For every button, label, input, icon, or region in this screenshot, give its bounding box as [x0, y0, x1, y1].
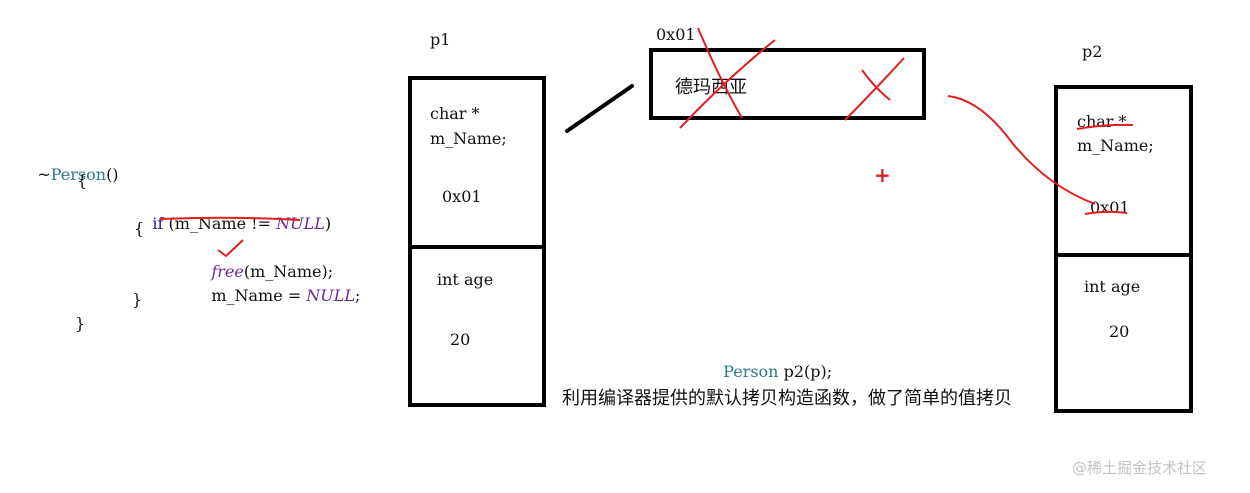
- heap-address: 0x01: [656, 25, 696, 44]
- statement-rest: p2(p);: [778, 362, 833, 381]
- heap-to-p2-pointer-curve: [947, 95, 1096, 205]
- assign-lhs: m_Name =: [211, 286, 307, 305]
- p1-field1-line2: m_Name;: [430, 129, 507, 148]
- free-statement: free(m_Name);: [191, 243, 333, 300]
- semicolon: ;: [355, 286, 361, 305]
- heap-cross-1a: [697, 27, 743, 119]
- p2-label: p2: [1082, 42, 1103, 61]
- watermark: @稀土掘金技术社区: [1072, 459, 1208, 477]
- free-call: free: [211, 262, 244, 281]
- statement-type: Person: [723, 362, 779, 381]
- assign-null-statement: m_Name = NULL;: [191, 267, 360, 324]
- class-name: Person: [50, 165, 107, 184]
- p2-pointer-underline: [1084, 210, 1128, 215]
- p2-object-box: [1054, 85, 1193, 413]
- close-brace-outer: }: [75, 314, 86, 333]
- free-check-mark: [217, 239, 244, 258]
- p1-age-value: 20: [450, 330, 471, 349]
- heap-cross-2b: [844, 57, 905, 121]
- p1-field1-line1: char *: [430, 104, 480, 123]
- p2-field2-name: int age: [1084, 277, 1141, 296]
- heap-memory-box: [649, 48, 926, 120]
- tilde: ~: [37, 165, 51, 184]
- p1-to-heap-pointer-line: [565, 84, 634, 133]
- close-brace-inner: }: [132, 290, 143, 309]
- if-close: ): [324, 214, 332, 233]
- open-brace-inner: {: [134, 219, 145, 238]
- p2-char-underline: [1076, 123, 1134, 130]
- free-args: (m_Name);: [243, 262, 334, 281]
- if-condition-underline: [159, 216, 301, 221]
- destructor-signature: ~Person(): [17, 146, 119, 203]
- p1-label: p1: [430, 30, 451, 49]
- plus-sign: +: [874, 163, 891, 187]
- p1-pointer-value: 0x01: [442, 187, 482, 206]
- p2-age-value: 20: [1109, 322, 1130, 341]
- caption-text: 利用编译器提供的默认拷贝构造函数，做了简单的值拷贝: [562, 388, 1012, 409]
- heap-cross-2a: [861, 69, 891, 101]
- p1-field2-name: int age: [437, 270, 494, 289]
- p2-field1-line2: m_Name;: [1077, 136, 1154, 155]
- open-brace-outer: {: [77, 171, 88, 190]
- heap-cross-1b: [679, 39, 776, 129]
- p1-object-box: [408, 76, 546, 407]
- if-keyword: if: [152, 214, 164, 233]
- signature-parens: (): [106, 165, 119, 184]
- null-literal-2: NULL: [306, 286, 356, 305]
- copy-statement: Person p2(p);: [713, 343, 832, 381]
